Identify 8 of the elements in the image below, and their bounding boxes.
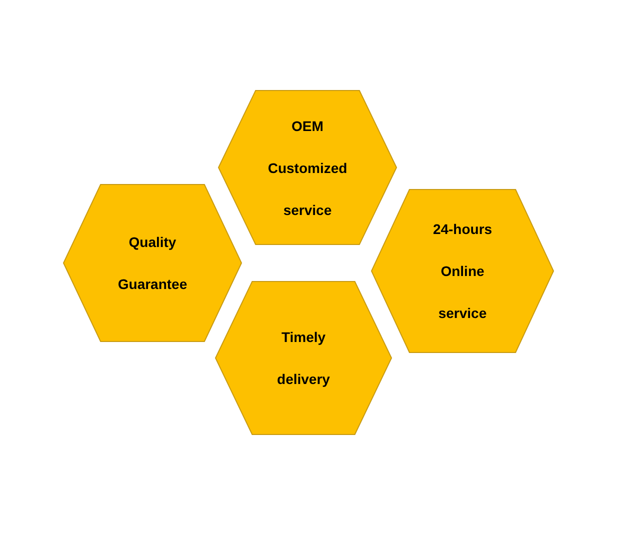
hexagon-node — [215, 281, 392, 435]
hexagon-label: Timely delivery — [277, 328, 330, 389]
hexagon-node — [218, 90, 397, 245]
hexagon-label: 24-hours Online service — [432, 220, 492, 323]
hexagon-node — [63, 184, 242, 342]
hexagon-label: Quality Guarantee — [118, 233, 188, 294]
hexagon-node — [371, 189, 554, 353]
hexagon-label: OEM Customized service — [268, 116, 348, 220]
